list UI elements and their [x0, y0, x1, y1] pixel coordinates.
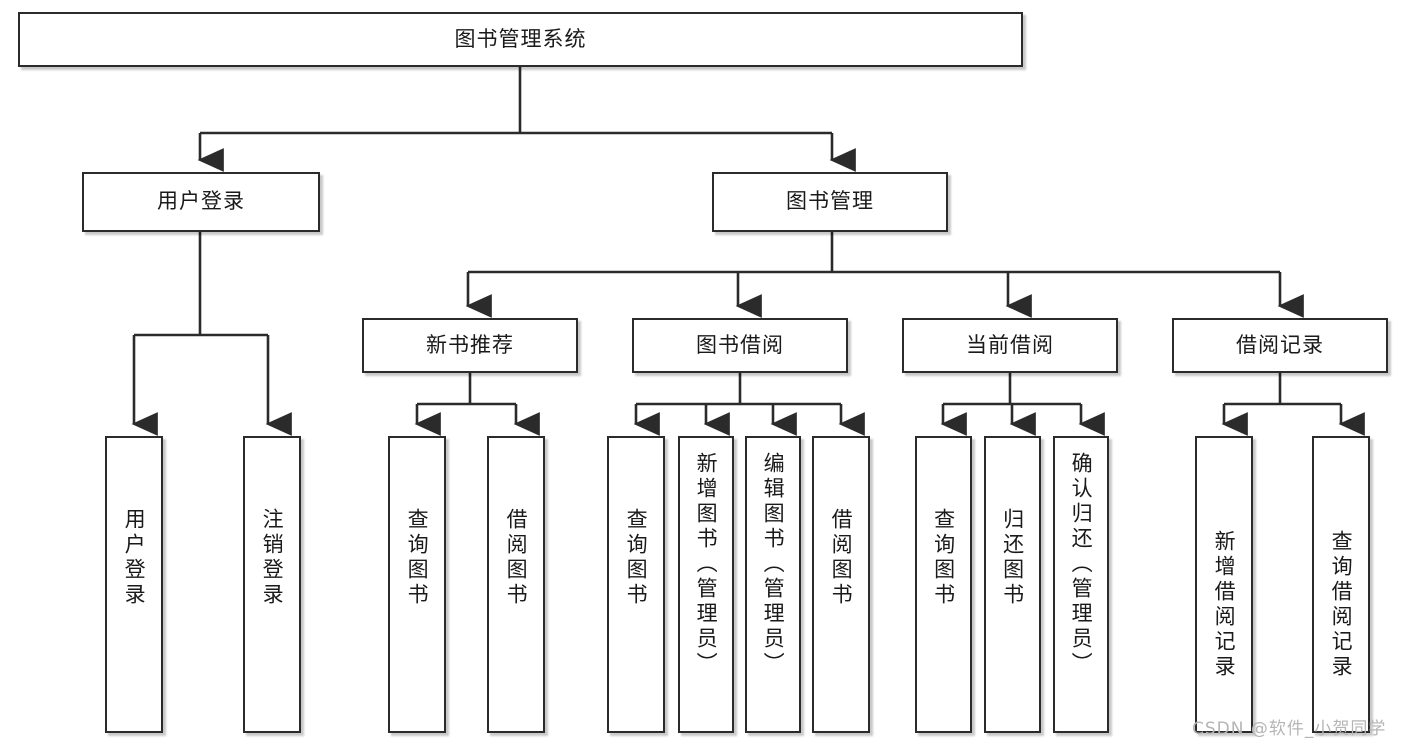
node-borrow-record-label: 借阅记录 [1236, 332, 1324, 357]
node-book-borrow-label: 图书借阅 [696, 332, 784, 357]
node-leaf-add-book[interactable]: 新增图书（管理员） [678, 436, 734, 733]
csdn-watermark: CSDN @软件_小贺同学 [1192, 719, 1387, 739]
node-leaf-return-book[interactable]: 归还图书 [984, 436, 1041, 733]
node-leaf-query-book-3[interactable]: 查询图书 [915, 436, 972, 733]
node-root[interactable]: 图书管理系统 [18, 12, 1023, 67]
node-leaf-borrow-book-2[interactable]: 借阅图书 [812, 436, 870, 733]
node-leaf-confirm-return-label: 确认归还（管理员） [1069, 452, 1094, 677]
node-borrow-record[interactable]: 借阅记录 [1172, 318, 1388, 373]
node-current-borrow-label: 当前借阅 [966, 332, 1054, 357]
node-leaf-logout-label: 注销登录 [260, 508, 285, 608]
node-leaf-borrow-book-2-label: 借阅图书 [829, 508, 854, 608]
node-leaf-query-record[interactable]: 查询借阅记录 [1312, 436, 1370, 733]
node-leaf-add-record[interactable]: 新增借阅记录 [1195, 436, 1253, 733]
node-user-login-label: 用户登录 [157, 189, 245, 214]
node-new-book-rec-label: 新书推荐 [426, 332, 514, 357]
node-current-borrow[interactable]: 当前借阅 [902, 318, 1118, 373]
node-book-manage-label: 图书管理 [786, 189, 874, 214]
node-new-book-rec[interactable]: 新书推荐 [362, 318, 578, 373]
node-leaf-query-book-2[interactable]: 查询图书 [607, 436, 665, 733]
node-leaf-confirm-return[interactable]: 确认归还（管理员） [1053, 436, 1109, 733]
node-leaf-query-book-3-label: 查询图书 [931, 508, 956, 608]
node-book-borrow[interactable]: 图书借阅 [632, 318, 848, 373]
node-root-label: 图书管理系统 [454, 26, 587, 51]
node-leaf-borrow-book-1-label: 借阅图书 [504, 508, 529, 608]
node-leaf-user-login[interactable]: 用户登录 [105, 436, 163, 733]
node-leaf-query-book-1-label: 查询图书 [405, 508, 430, 608]
node-leaf-user-login-label: 用户登录 [122, 508, 147, 608]
node-user-login[interactable]: 用户登录 [82, 172, 320, 232]
node-book-manage[interactable]: 图书管理 [712, 172, 948, 232]
node-leaf-query-book-1[interactable]: 查询图书 [388, 436, 446, 733]
node-leaf-query-record-label: 查询借阅记录 [1329, 530, 1354, 680]
node-leaf-add-record-label: 新增借阅记录 [1212, 530, 1237, 680]
node-leaf-query-book-2-label: 查询图书 [624, 508, 649, 608]
node-leaf-add-book-label: 新增图书（管理员） [694, 452, 719, 677]
node-leaf-return-book-label: 归还图书 [1000, 508, 1025, 608]
node-leaf-logout[interactable]: 注销登录 [243, 436, 301, 733]
node-leaf-edit-book[interactable]: 编辑图书（管理员） [745, 436, 801, 733]
node-leaf-borrow-book-1[interactable]: 借阅图书 [487, 436, 545, 733]
node-leaf-edit-book-label: 编辑图书（管理员） [761, 452, 786, 677]
